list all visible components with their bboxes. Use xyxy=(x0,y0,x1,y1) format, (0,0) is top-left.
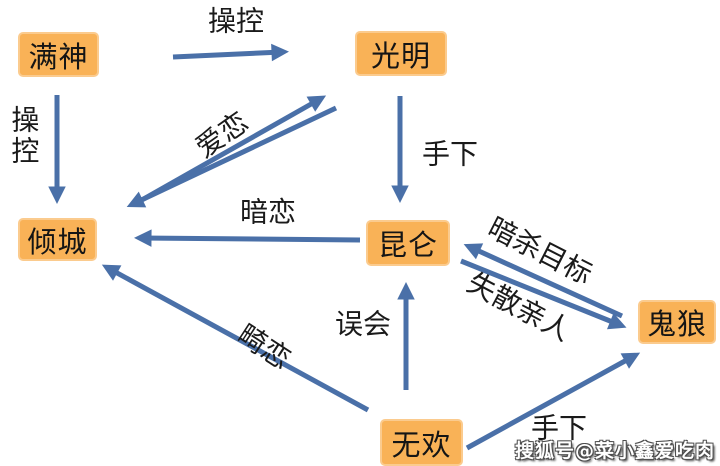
edge-label-shisan-qinren: 失散亲人 xyxy=(461,265,577,348)
edge-label-caokong-manshen-qingcheng: 操控 xyxy=(7,105,41,167)
edge-label-jilian: 畸恋 xyxy=(231,317,297,376)
arrow-manshen-guangming xyxy=(172,43,289,62)
arrow-kunlun-qingcheng xyxy=(134,229,361,247)
edge-label-shouxia-guangming-kunlun: 手下 xyxy=(421,137,479,171)
edge-label-caokong-manshen-guangming: 操控 xyxy=(207,4,265,38)
node-guang-ming: 光明 xyxy=(355,31,447,76)
node-wu-huan: 无欢 xyxy=(380,419,463,466)
node-man-shen: 满神 xyxy=(18,32,99,77)
edge-label-shouxia-wuhuan-guilang: 手下 xyxy=(530,411,588,445)
edge-label-wuhui: 误会 xyxy=(334,307,392,341)
node-kun-lun: 昆仑 xyxy=(366,220,450,266)
edge-label-anlian: 暗恋 xyxy=(239,195,297,229)
node-qing-cheng: 倾城 xyxy=(18,218,97,261)
node-gui-lang: 鬼狼 xyxy=(638,300,716,344)
sohu-watermark: 搜狐号@菜小鑫爱吃肉 xyxy=(514,440,715,462)
edge-label-ailian: 爱恋 xyxy=(189,105,255,165)
